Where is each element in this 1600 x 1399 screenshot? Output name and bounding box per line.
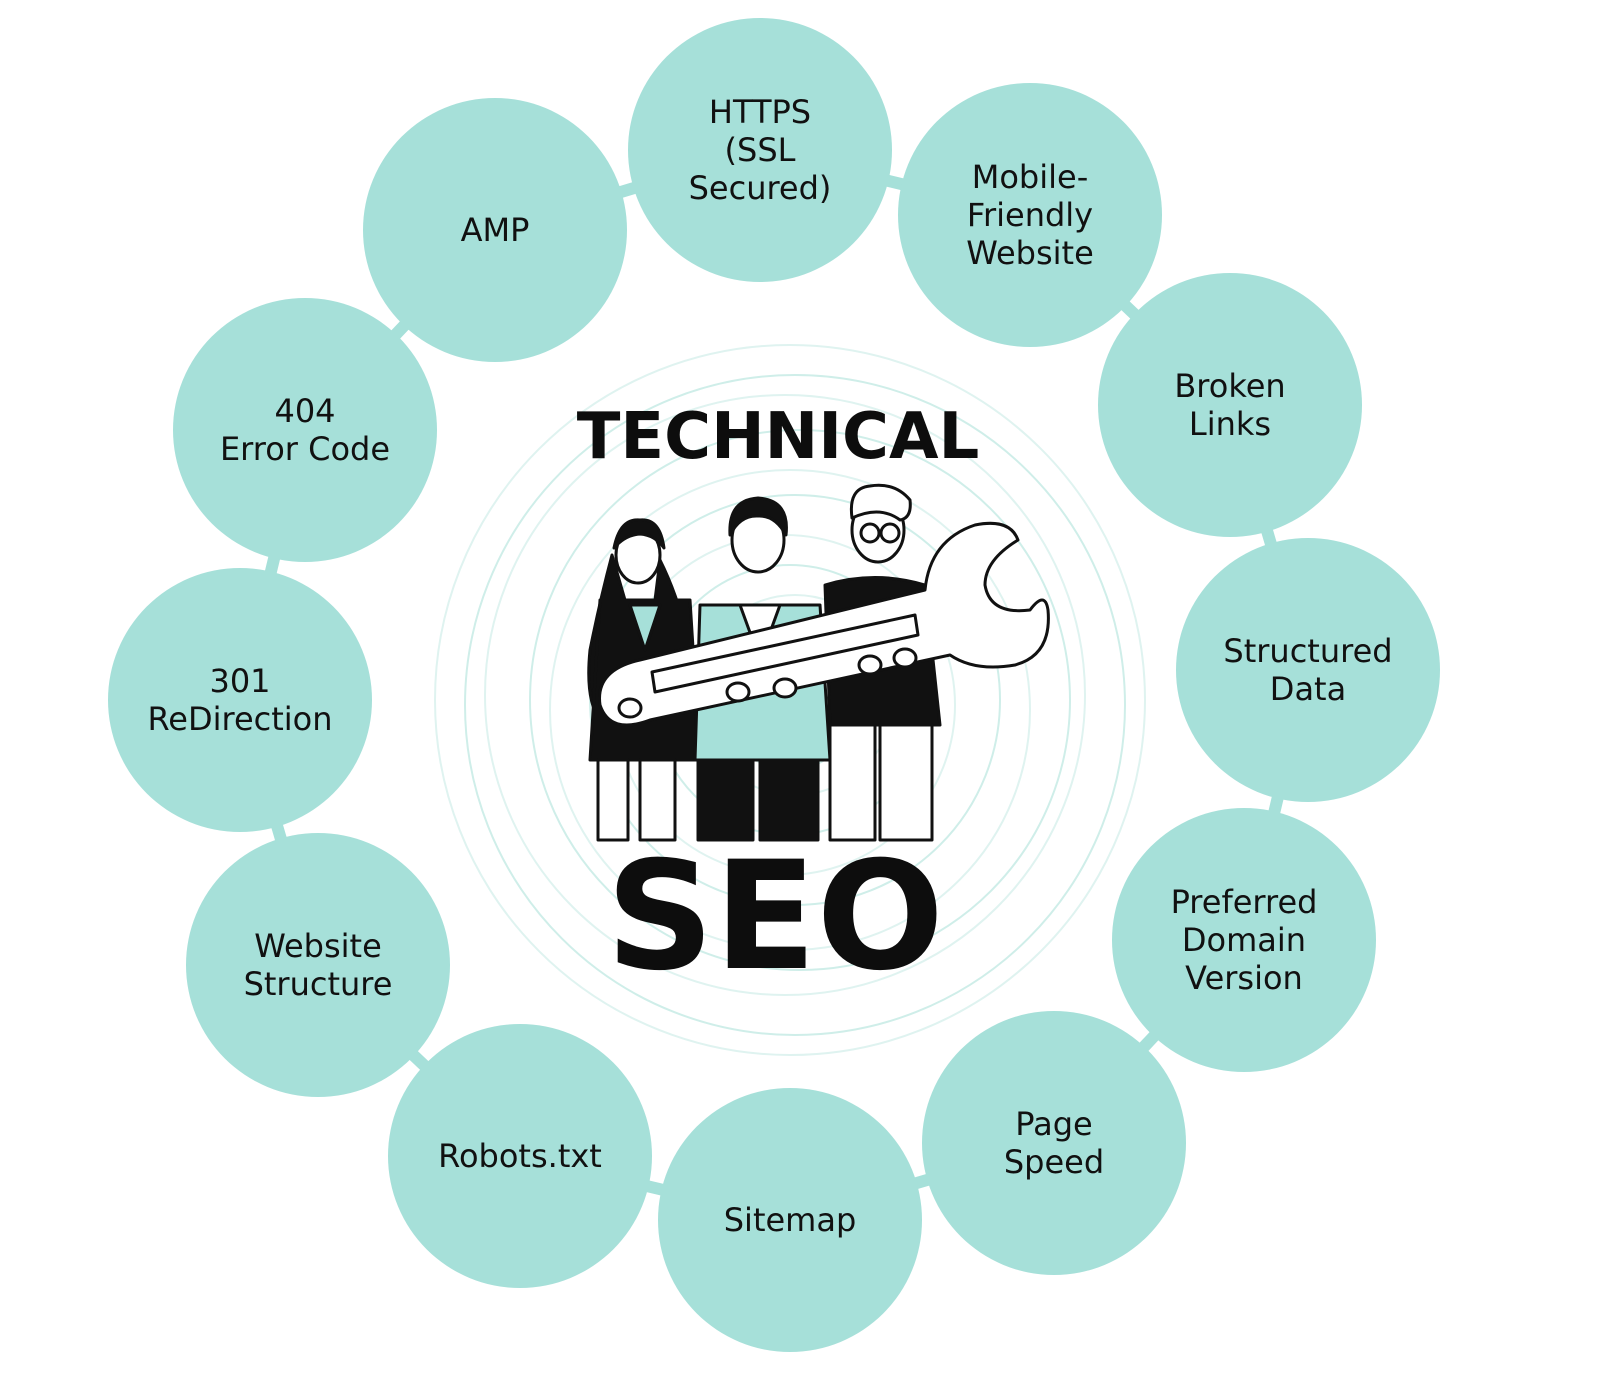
node-label: Friendly	[967, 196, 1093, 234]
node-circle	[173, 298, 437, 562]
node-circle	[108, 568, 372, 832]
node-label: Structure	[244, 965, 393, 1003]
node-label: Sitemap	[724, 1201, 857, 1239]
node-robots-txt: Robots.txt	[388, 1024, 652, 1288]
title-technical: TECHNICAL	[577, 400, 980, 474]
node-label: AMP	[461, 211, 530, 249]
node-label: HTTPS	[709, 93, 811, 131]
node-circle	[658, 1088, 922, 1352]
node-circle	[1112, 808, 1376, 1072]
node-circle	[922, 1011, 1186, 1275]
seo-factor-nodes: HTTPS(SSLSecured)Mobile-FriendlyWebsiteB…	[108, 18, 1440, 1352]
title-seo: SEO	[606, 830, 944, 1004]
node-label: 301	[209, 662, 270, 700]
node-circle	[628, 18, 892, 282]
node-circle	[1098, 273, 1362, 537]
node-amp: AMP	[363, 98, 627, 362]
node-sitemap: Sitemap	[658, 1088, 922, 1352]
node-label: Broken	[1174, 367, 1285, 405]
node-label: Structured	[1223, 632, 1392, 670]
node-label: Page	[1015, 1105, 1092, 1143]
node-circle	[898, 83, 1162, 347]
node-label: Error Code	[220, 430, 390, 468]
node-circle	[186, 833, 450, 1097]
node-label: Website	[254, 927, 382, 965]
node-label: Robots.txt	[438, 1137, 602, 1175]
node-circle	[363, 98, 627, 362]
node-label: Data	[1270, 670, 1346, 708]
node-label: (SSL	[725, 131, 796, 169]
node-label: Links	[1189, 405, 1271, 443]
three-people-holding-wrench-icon	[587, 483, 1050, 842]
node-label: Version	[1185, 959, 1303, 997]
node-label: Website	[966, 234, 1094, 272]
node-label: Preferred	[1171, 883, 1318, 921]
node-label: ReDirection	[147, 700, 332, 738]
node-label: 404	[274, 392, 335, 430]
node-label: Secured)	[689, 169, 832, 207]
node-label: Domain	[1182, 921, 1306, 959]
node-label: Mobile-	[972, 158, 1089, 196]
node-circle	[388, 1024, 652, 1288]
node-circle	[1176, 538, 1440, 802]
node-label: Speed	[1004, 1143, 1104, 1181]
